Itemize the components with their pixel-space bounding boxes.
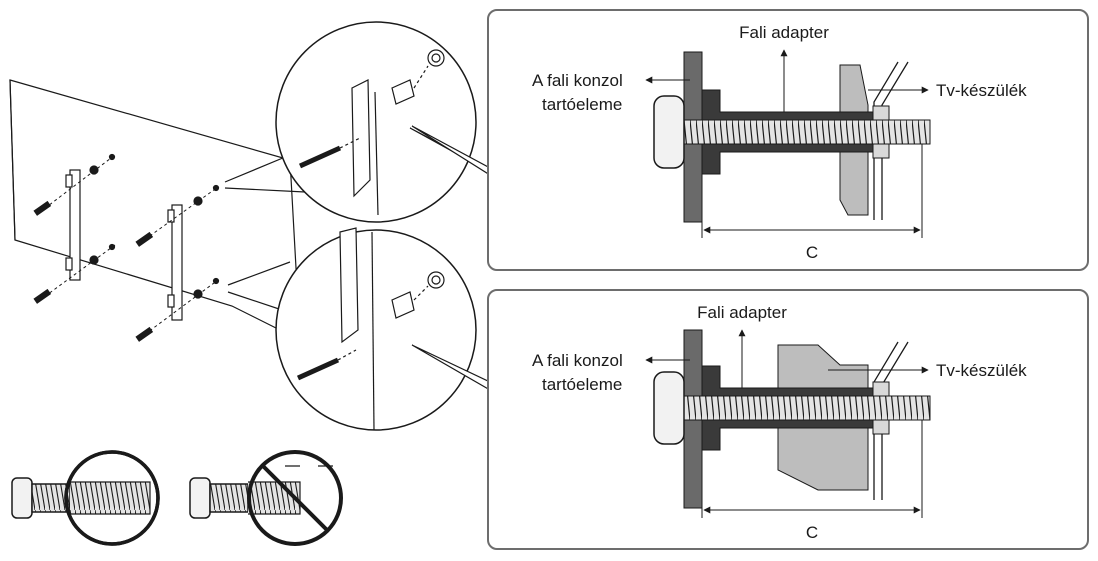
tv-housing-upper xyxy=(839,64,869,113)
bracket-right-icon xyxy=(167,204,183,321)
tv-back-line xyxy=(881,61,909,220)
tv-housing-lower xyxy=(839,151,869,216)
wall-bracket-label-line2: tartóeleme xyxy=(542,95,622,114)
dimension-label: C xyxy=(806,243,818,262)
screw-head xyxy=(653,95,685,169)
screw-thread xyxy=(683,119,931,145)
tv-label: Tv-készülék xyxy=(936,361,1027,380)
panel-bottom: C A fali konzol tartóeleme Fali adapterTv-k… xyxy=(487,289,1089,550)
tv-housing-lower xyxy=(777,427,869,491)
zoom-circle-top xyxy=(275,21,477,223)
dimension-label: C xyxy=(806,523,818,542)
screw-prohibited-icon xyxy=(189,450,343,546)
bracket-left-icon xyxy=(65,169,81,281)
callout-wedge-top xyxy=(224,154,306,193)
wall-bracket-label-line1: A fali konzol xyxy=(532,351,623,370)
zoom-circle-bottom xyxy=(275,227,477,431)
tv-housing-upper xyxy=(777,344,869,389)
panel-top: C A fali konzol tartóeleme Fali adapterTv-k… xyxy=(487,9,1089,271)
tv-back-line-inner xyxy=(873,61,899,220)
tv-label: Tv-készülék xyxy=(936,81,1027,100)
tv-back-illustration xyxy=(9,79,306,342)
screw-thread xyxy=(683,395,931,421)
wall-adapter-label: Fali adapter xyxy=(739,23,829,42)
wall-adapter-label: Fali adapter xyxy=(697,303,787,322)
screw-head xyxy=(653,371,685,445)
wall-bracket-label-line1: A fali konzol xyxy=(532,71,623,90)
wall-bracket-label-line2: tartóeleme xyxy=(542,375,622,394)
screw-correct-icon xyxy=(11,450,160,546)
screw-set-icon xyxy=(33,153,220,342)
